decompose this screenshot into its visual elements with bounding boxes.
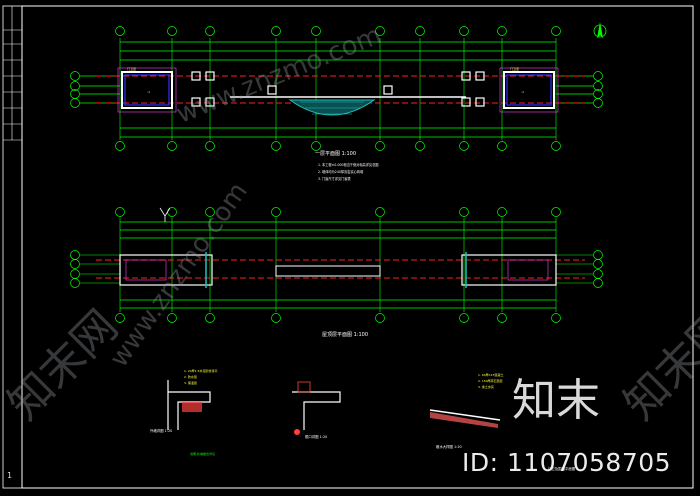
svg-text:说明:外墙做法详见: 说明:外墙做法详见 xyxy=(190,451,215,456)
svg-text:1. 20厚1:3水泥砂浆找平: 1. 20厚1:3水泥砂浆找平 xyxy=(184,368,217,373)
plan2-left-roof xyxy=(119,254,213,286)
detail-2: 檐口详图 1:20 xyxy=(292,381,341,439)
plan1-dimension-lines xyxy=(120,41,556,138)
plan2-axis-bubbles xyxy=(70,207,603,323)
svg-text:1. 本工程±0.000相当于绝对标高详见总图: 1. 本工程±0.000相当于绝对标高详见总图 xyxy=(318,162,378,167)
plan2: 屋顶层平面图 1:100 xyxy=(70,207,603,338)
svg-text:2. 墙体均为240厚页岩实心砖墙: 2. 墙体均为240厚页岩实心砖墙 xyxy=(318,169,364,174)
plan1-row-bubbles xyxy=(70,71,603,108)
plan2-right-roof xyxy=(461,254,557,286)
sheet-number: 1 xyxy=(7,471,13,480)
svg-text:门卫室: 门卫室 xyxy=(127,66,136,71)
footer-title-text: 门卫及围墙平面图 xyxy=(548,466,576,471)
plan2-title-text: 屋顶层平面图 1:100 xyxy=(322,332,368,338)
plan1-notes: 1. 本工程±0.000相当于绝对标高详见总图 2. 墙体均为240厚页岩实心砖… xyxy=(318,162,378,181)
svg-text:散水大样图 1:20: 散水大样图 1:20 xyxy=(436,444,462,449)
svg-text:檐口详图 1:20: 檐口详图 1:20 xyxy=(305,434,327,439)
watermark-brand: 知末 xyxy=(512,375,600,426)
plan1-fountain-pool xyxy=(288,99,376,116)
svg-text:-1: -1 xyxy=(147,90,150,94)
svg-text:3. 保温层: 3. 保温层 xyxy=(184,380,197,385)
plan1-right-guardroom xyxy=(503,71,555,109)
plan1-pillars xyxy=(191,71,485,107)
plan1-axis-bubbles-top xyxy=(115,26,561,36)
left-title-strip-rows xyxy=(3,6,22,141)
north-arrow xyxy=(593,22,607,38)
svg-text:外墙详图 1:20: 外墙详图 1:20 xyxy=(150,428,172,433)
svg-text:1. 60厚C15混凝土: 1. 60厚C15混凝土 xyxy=(478,372,504,377)
plan2-red-centerlines xyxy=(96,259,585,279)
svg-text:3. 门窗尺寸详见门窗表: 3. 门窗尺寸详见门窗表 xyxy=(318,176,352,181)
plan2-dimension-lines xyxy=(120,221,556,309)
plan1-left-guardroom xyxy=(121,71,173,109)
svg-text:2. 150厚碎石垫层: 2. 150厚碎石垫层 xyxy=(478,378,503,383)
plan1-title-text: 一层平面图 1:100 xyxy=(315,151,356,157)
plan2-canopy xyxy=(275,265,381,277)
svg-text:3. 素土夯实: 3. 素土夯实 xyxy=(478,384,494,389)
plan1-axis-bubbles-bottom xyxy=(115,141,561,151)
watermark-id: ID: 1107058705 xyxy=(462,448,672,477)
svg-text:2. 防水层: 2. 防水层 xyxy=(184,374,197,379)
svg-text:门卫室: 门卫室 xyxy=(510,66,519,71)
plan1: 一层平面图 1:100 1. 本工程±0.000相当于绝对标高详见总图 2. 墙… xyxy=(70,26,603,181)
left-title-strip xyxy=(2,5,23,489)
svg-text:-1: -1 xyxy=(521,90,524,94)
